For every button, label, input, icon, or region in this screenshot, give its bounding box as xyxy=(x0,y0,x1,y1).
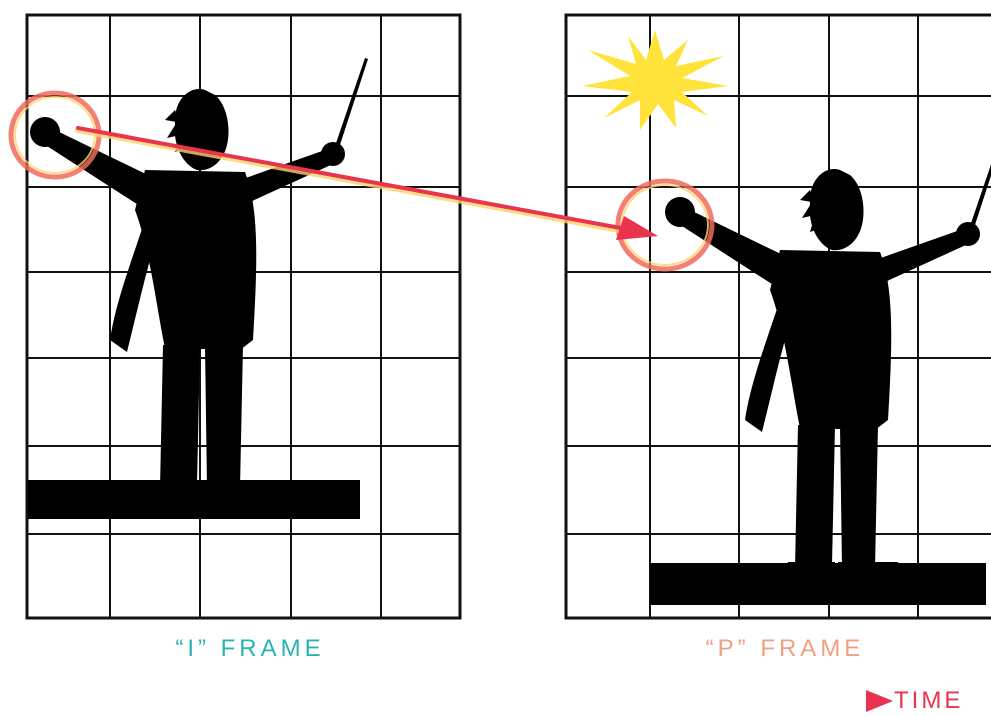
time-arrow xyxy=(28,690,893,712)
i-frame-label: “I” FRAME xyxy=(60,634,440,664)
p-frame-label: “P” FRAME xyxy=(595,634,975,664)
p-frame-panel xyxy=(566,15,991,618)
i-frame-panel xyxy=(11,15,460,618)
